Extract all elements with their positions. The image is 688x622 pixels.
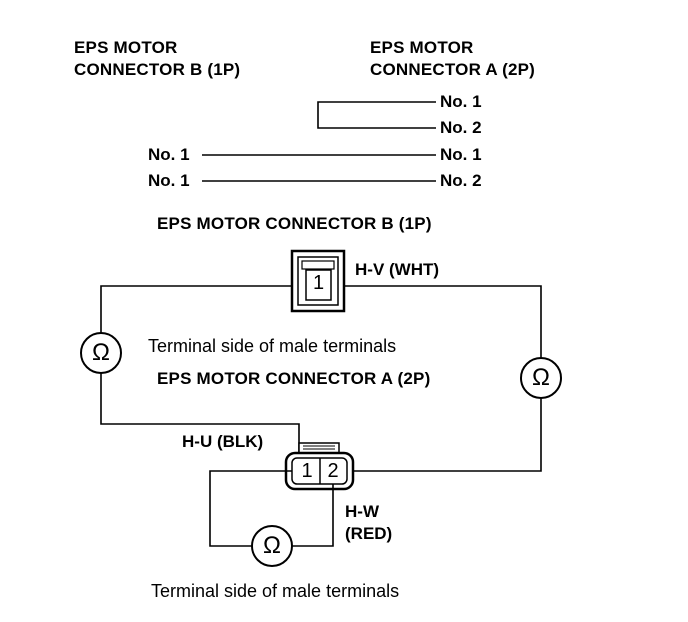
legend-row2-right: No. 2 (440, 171, 482, 190)
legend-a-no2: No. 2 (440, 118, 482, 137)
connector-b-heading: EPS MOTOR CONNECTOR B (1P) (157, 214, 432, 233)
wire-hv-right (344, 285, 542, 358)
ohmmeter-bottom-icon (251, 525, 293, 567)
connector-a-jumper-line (317, 101, 436, 129)
legend-row1-right: No. 1 (440, 145, 482, 164)
wire-bottom-left (209, 470, 292, 547)
connector-a-heading: EPS MOTOR CONNECTOR A (2P) (157, 369, 431, 388)
legend-row2-left: No. 1 (148, 171, 190, 190)
ohm-symbol-right: Ω (532, 364, 550, 391)
legend-conn-b-title-line2: CONNECTOR B (1P) (74, 60, 241, 79)
wire-hv-left (100, 285, 292, 333)
legend-a-no1: No. 1 (440, 92, 482, 111)
legend-conn-b-title-line1: EPS MOTOR (74, 38, 178, 57)
wire-hu (100, 373, 300, 455)
ohm-symbol-bottom: Ω (263, 532, 281, 559)
connector-a-terminal-1: 1 (301, 460, 313, 482)
legend-conn-a-title-line1: EPS MOTOR (370, 38, 474, 57)
legend-row1-left: No. 1 (148, 145, 190, 164)
hw-wire-label-line2: (RED) (345, 524, 393, 543)
wire-bottom-right (292, 484, 334, 547)
hv-wire-label: H-V (WHT) (355, 260, 440, 279)
legend-conn-a-title-line2: CONNECTOR A (2P) (370, 60, 536, 79)
hu-wire-label: H-U (BLK) (182, 432, 264, 451)
connector-a-terminal-2: 2 (327, 460, 339, 482)
wire-hw-right (353, 398, 542, 472)
hw-wire-label-line1: H-W (345, 502, 379, 521)
terminal-side-note-2: Terminal side of male terminals (151, 581, 400, 601)
ohmmeter-left-icon (80, 332, 122, 374)
ohmmeter-right-icon (520, 357, 562, 399)
terminal-side-note-1: Terminal side of male terminals (148, 336, 397, 356)
connector-b-body (290, 249, 346, 313)
ohm-symbol-left: Ω (92, 339, 110, 366)
connector-b-terminal-1: 1 (312, 272, 325, 294)
